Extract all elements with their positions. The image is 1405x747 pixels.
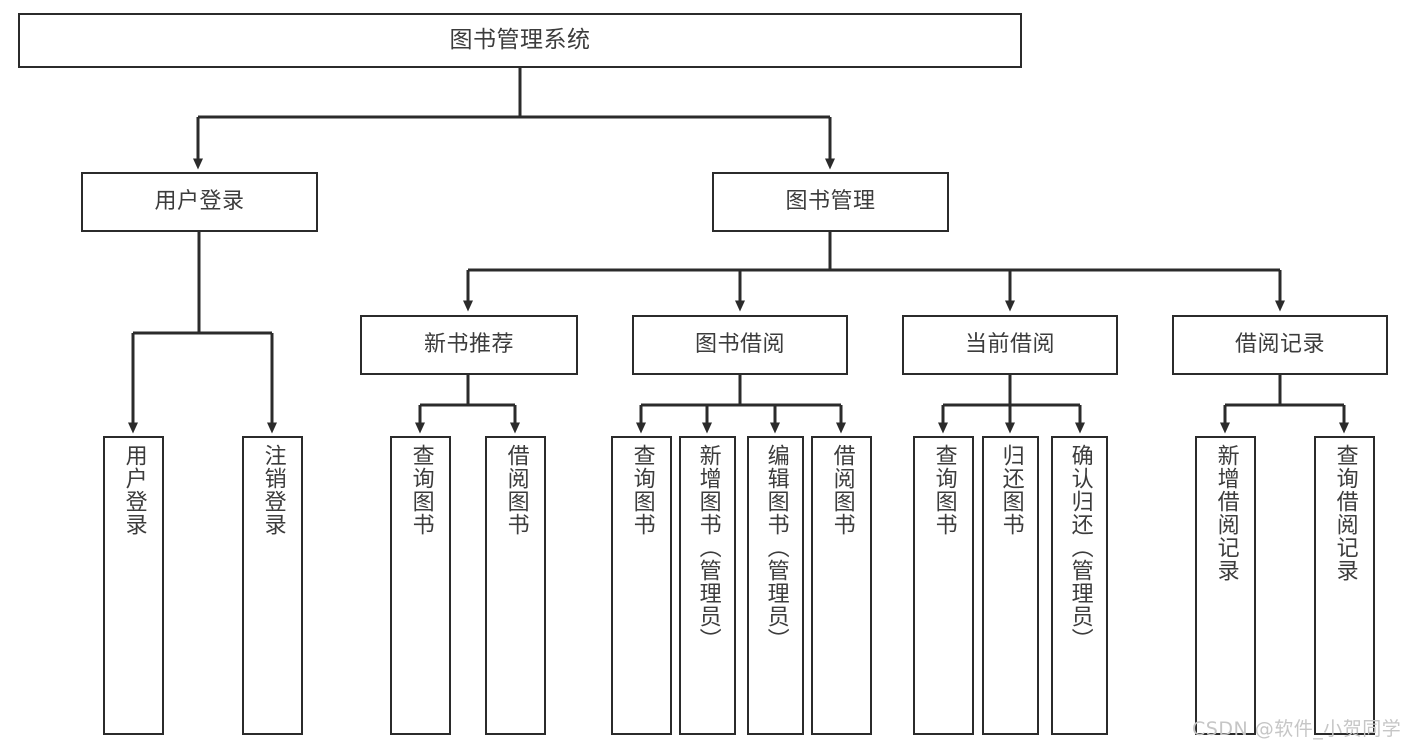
- node-new-book-recommend[interactable]: 新书推荐: [360, 315, 578, 375]
- node-book-management-label: 图书管理: [785, 189, 876, 215]
- node-user-login-label: 用户登录: [154, 189, 245, 215]
- leaf-borrow-record-query-label: 查询借阅记录: [1332, 444, 1358, 582]
- node-current-borrow-label: 当前借阅: [964, 332, 1055, 358]
- leaf-borrow-record-add-label: 新增借阅记录: [1213, 444, 1239, 582]
- csdn-watermark: CSDN @软件_小贺同学: [1192, 718, 1402, 740]
- leaf-new-book-borrow-label: 借阅图书: [503, 444, 529, 536]
- leaf-book-borrow-add-label: 新增图书（管理员）: [695, 444, 721, 651]
- leaf-book-borrow-query[interactable]: 查询图书: [611, 436, 672, 735]
- leaf-borrow-record-add[interactable]: 新增借阅记录: [1195, 436, 1256, 735]
- node-root[interactable]: 图书管理系统: [18, 13, 1022, 68]
- leaf-new-book-query[interactable]: 查询图书: [390, 436, 451, 735]
- leaf-current-borrow-query[interactable]: 查询图书: [913, 436, 974, 735]
- leaf-book-borrow-lend-label: 借阅图书: [829, 444, 855, 536]
- leaf-new-book-query-label: 查询图书: [408, 444, 434, 536]
- leaf-current-borrow-return[interactable]: 归还图书: [982, 436, 1039, 735]
- leaf-current-borrow-return-label: 归还图书: [998, 444, 1024, 536]
- leaf-user-login-signin[interactable]: 用户登录: [103, 436, 164, 735]
- leaf-user-login-signin-label: 用户登录: [121, 444, 147, 536]
- node-current-borrow[interactable]: 当前借阅: [902, 315, 1118, 375]
- leaf-current-borrow-confirm-label: 确认归还（管理员）: [1067, 444, 1093, 651]
- node-book-borrow-label: 图书借阅: [694, 332, 785, 358]
- leaf-book-borrow-edit-label: 编辑图书（管理员）: [763, 444, 789, 651]
- node-borrow-record-label: 借阅记录: [1234, 332, 1325, 358]
- leaf-new-book-borrow[interactable]: 借阅图书: [485, 436, 546, 735]
- leaf-current-borrow-confirm[interactable]: 确认归还（管理员）: [1051, 436, 1108, 735]
- node-root-label: 图书管理系统: [449, 26, 591, 53]
- leaf-user-login-signout[interactable]: 注销登录: [242, 436, 303, 735]
- leaf-book-borrow-add[interactable]: 新增图书（管理员）: [679, 436, 736, 735]
- node-book-management[interactable]: 图书管理: [712, 172, 949, 232]
- leaf-user-login-signout-label: 注销登录: [260, 444, 286, 536]
- node-user-login[interactable]: 用户登录: [81, 172, 318, 232]
- leaf-book-borrow-edit[interactable]: 编辑图书（管理员）: [747, 436, 804, 735]
- leaf-book-borrow-lend[interactable]: 借阅图书: [811, 436, 872, 735]
- node-book-borrow[interactable]: 图书借阅: [632, 315, 848, 375]
- node-new-book-recommend-label: 新书推荐: [423, 332, 514, 358]
- leaf-book-borrow-query-label: 查询图书: [629, 444, 655, 536]
- leaf-borrow-record-query[interactable]: 查询借阅记录: [1314, 436, 1375, 735]
- leaf-current-borrow-query-label: 查询图书: [931, 444, 957, 536]
- node-borrow-record[interactable]: 借阅记录: [1172, 315, 1388, 375]
